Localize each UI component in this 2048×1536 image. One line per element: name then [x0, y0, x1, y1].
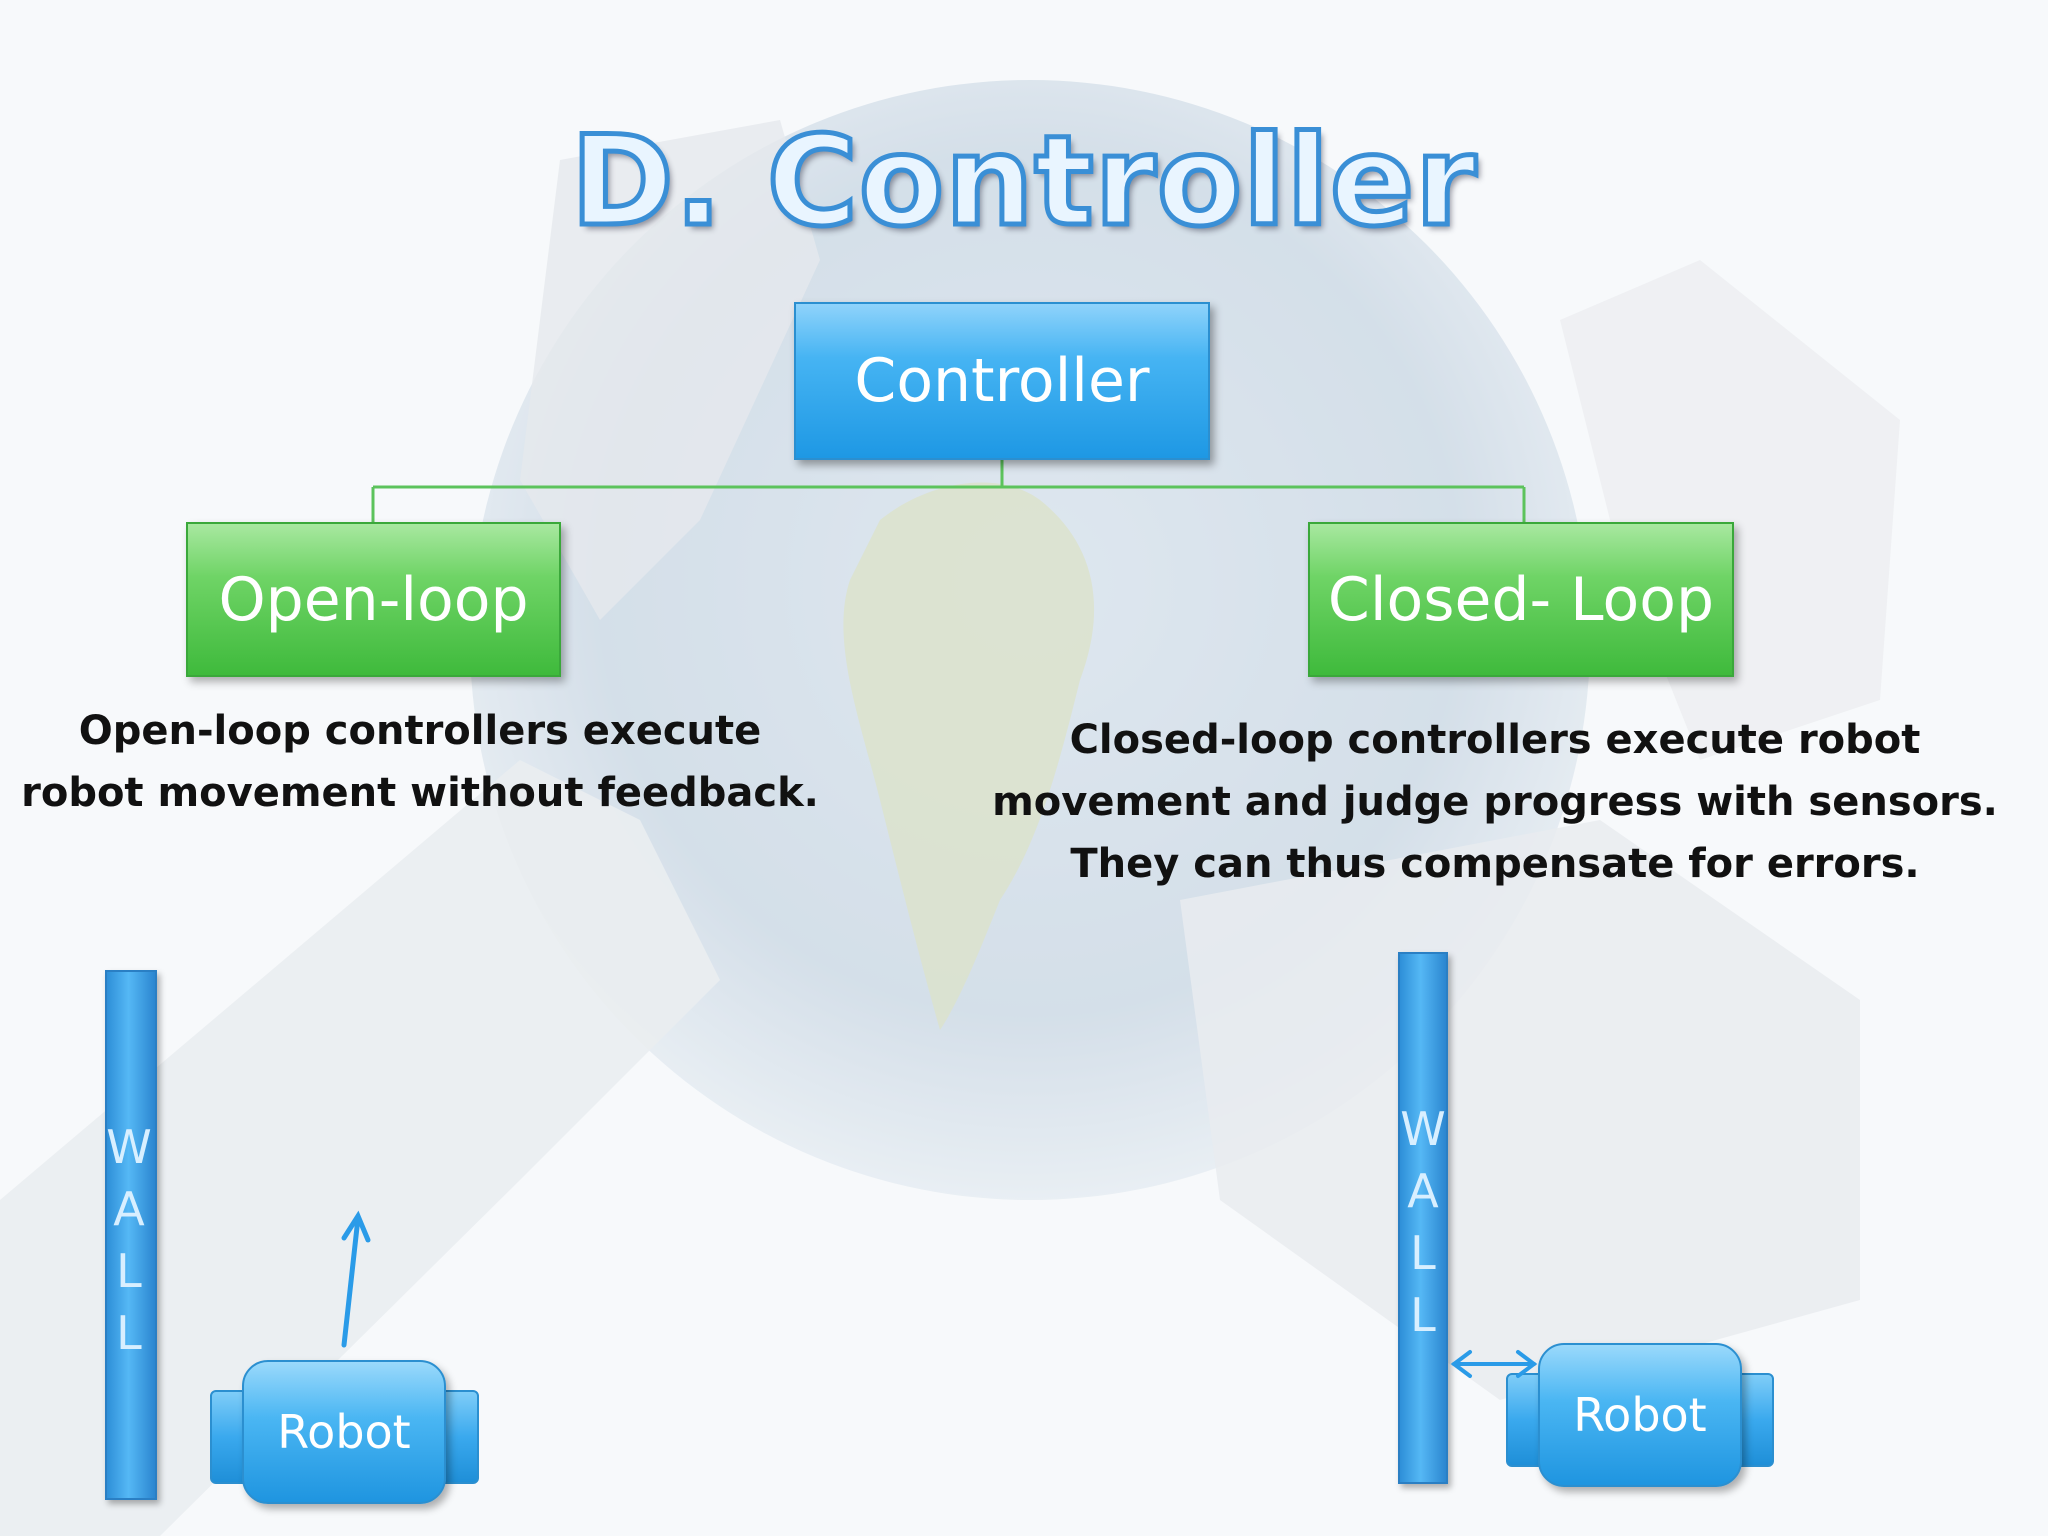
controller-node: Controller [794, 302, 1210, 460]
closed-loop-node: Closed- Loop [1308, 522, 1734, 677]
slide-title: D. Controller [568, 108, 1479, 257]
open-loop-wall-label: W A L L [106, 1120, 152, 1360]
robot-label: Robot [1573, 1388, 1707, 1442]
closed-loop-node-label: Closed- Loop [1327, 564, 1715, 635]
continent-shape [843, 482, 1095, 1031]
open-loop-node-label: Open-loop [218, 564, 529, 635]
closed-loop-description: Closed-loop controllers execute robot mo… [980, 709, 2010, 895]
robot-arm-upper [520, 120, 820, 620]
robot-label: Robot [277, 1405, 411, 1459]
open-loop-description: Open-loop controllers execute robot move… [10, 700, 830, 824]
closed-loop-description-line: movement and judge progress with sensors… [992, 779, 1998, 825]
open-loop-robot: Robot [210, 1360, 479, 1505]
closed-loop-robot: Robot [1506, 1343, 1774, 1488]
closed-loop-description-line: Closed-loop controllers execute robot [1069, 717, 1921, 763]
closed-loop-description-line: They can thus compensate for errors. [1070, 841, 1920, 887]
closed-loop-wall-label: W A L L [1400, 1102, 1446, 1342]
robot-arm-right [1180, 820, 1860, 1400]
robot-arm-left [0, 760, 720, 1536]
open-loop-wall [105, 970, 157, 1500]
open-loop-description-line: robot movement without feedback. [21, 770, 819, 816]
robot-body: Robot [242, 1360, 446, 1504]
controller-node-label: Controller [854, 346, 1150, 416]
open-loop-description-line: Open-loop controllers execute [78, 708, 762, 754]
open-loop-node: Open-loop [186, 522, 561, 677]
robot-body: Robot [1538, 1343, 1742, 1487]
robot-hand-right [1560, 260, 1900, 760]
closed-loop-wall [1398, 952, 1448, 1484]
